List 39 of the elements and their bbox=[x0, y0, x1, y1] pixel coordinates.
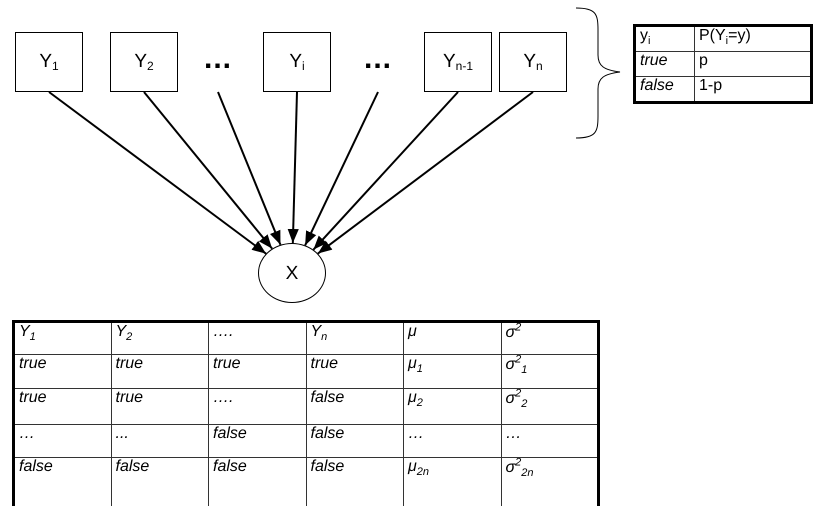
table-cell: false bbox=[306, 424, 404, 458]
arrow bbox=[217, 92, 282, 246]
table-cell: ... bbox=[111, 424, 208, 458]
table-cell: true bbox=[634, 52, 694, 76]
table-cell: Y$_{2}$ bbox=[111, 322, 208, 354]
table-cell: true bbox=[111, 354, 208, 388]
arrow bbox=[143, 91, 273, 250]
table-cell: Y$_{1}$ bbox=[14, 322, 111, 354]
table-cell: … bbox=[14, 424, 111, 458]
table-cell: …. bbox=[208, 388, 306, 424]
ellipsis-text: ... bbox=[196, 44, 240, 74]
variable-box: Y$_{2}$ bbox=[110, 32, 178, 92]
table-cell: y$_{i}$ bbox=[634, 26, 694, 52]
table-cell: …. bbox=[208, 322, 306, 354]
table-cell: false bbox=[306, 388, 404, 424]
table-cell: μ$_{2}$ bbox=[404, 388, 501, 424]
table-cell: true bbox=[111, 388, 208, 424]
table-cell: Y$_{n}$ bbox=[306, 322, 404, 354]
variable-circle: X bbox=[258, 243, 326, 303]
ellipsis-text: ... bbox=[356, 44, 400, 74]
table-cell: true bbox=[306, 354, 404, 388]
variable-box: Y$_{n}$ bbox=[499, 32, 567, 92]
table-cell: true bbox=[208, 354, 306, 388]
arrow bbox=[304, 92, 379, 246]
arrow bbox=[48, 91, 267, 254]
table-cell: μ$_{1}$ bbox=[404, 354, 501, 388]
table-cell: true bbox=[14, 354, 111, 388]
variable-box: Y$_{n-1}$ bbox=[424, 32, 492, 92]
table-cell: μ bbox=[404, 322, 501, 354]
arrow bbox=[317, 91, 534, 254]
table-cell: … bbox=[404, 424, 501, 458]
arrow bbox=[312, 91, 459, 250]
table-cell: σ$^{2}$ bbox=[501, 322, 598, 354]
table-cell: false bbox=[208, 424, 306, 458]
arrow bbox=[288, 92, 299, 244]
table-cell: P(Y$_{i}$=y) bbox=[694, 26, 812, 52]
table-cell: true bbox=[14, 388, 111, 424]
variable-box: Y$_{i}$ bbox=[263, 32, 331, 92]
variable-box: Y$_{1}$ bbox=[15, 32, 83, 92]
